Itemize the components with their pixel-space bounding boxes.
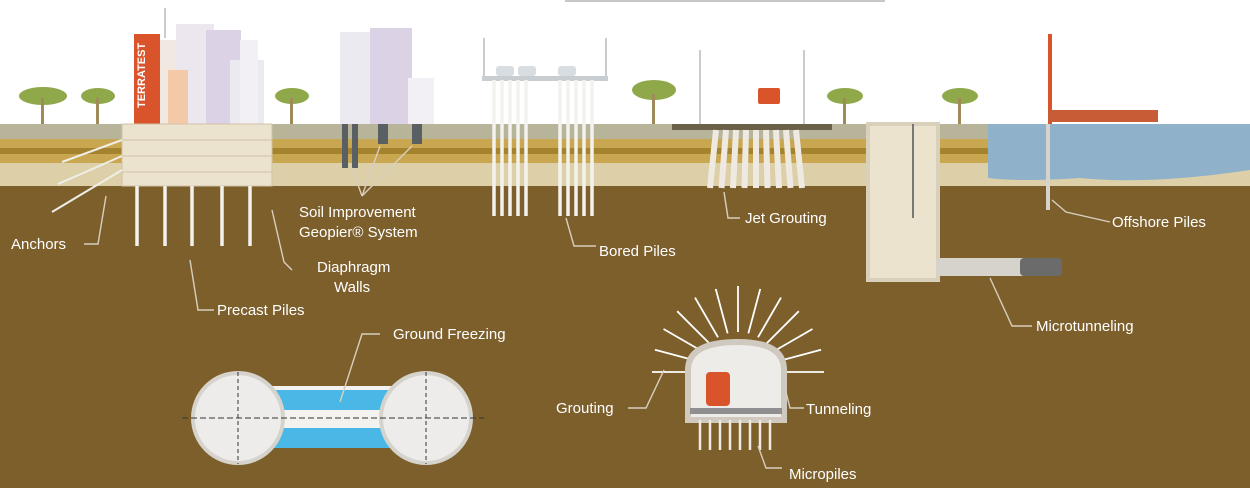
label-diaphragm-walls-2: Walls [334, 279, 370, 296]
tunnel-boring-head [1020, 258, 1062, 276]
label-tunneling: Tunneling [806, 401, 871, 418]
top-caption-bar [565, 0, 885, 2]
grout-line [772, 328, 813, 353]
city-buildings [134, 8, 264, 124]
company-logo: TERRATEST [136, 43, 148, 108]
label-grouting: Grouting [556, 400, 614, 417]
grout-line [765, 310, 800, 345]
label-ground-freezing: Ground Freezing [393, 326, 506, 343]
micropiles [698, 420, 772, 450]
bridge [482, 38, 608, 81]
label-micropiles: Micropiles [789, 466, 857, 483]
railway-station [672, 50, 832, 130]
deep-soil-layer [0, 185, 1250, 488]
jet-grout-column [793, 129, 805, 189]
label-precast-piles: Precast Piles [217, 302, 305, 319]
grout-line [757, 297, 782, 338]
tunnel-train [706, 372, 730, 406]
leader-lines [84, 145, 1111, 469]
precast-piles [135, 186, 252, 246]
jet-grout-column [773, 129, 782, 189]
label-microtunneling: Microtunneling [1036, 318, 1134, 335]
label-diaphragm-walls-1: Diaphragm [317, 259, 390, 276]
label-jet-grouting: Jet Grouting [745, 210, 827, 227]
jet-grout-column [718, 129, 729, 189]
tunnel-track [690, 408, 782, 414]
pit-slabs [122, 139, 272, 173]
jet-grout-column [707, 129, 719, 189]
jet-grout-column [741, 129, 749, 189]
jet-grout-column [763, 129, 771, 189]
grout-line [676, 310, 711, 345]
jet-grouting-columns [707, 129, 805, 189]
geopier-columns [342, 124, 422, 168]
grout-line [747, 288, 762, 334]
offshore-rig [1046, 34, 1158, 210]
jet-grout-column [783, 129, 794, 189]
sea [988, 124, 1250, 181]
label-anchors: Anchors [11, 236, 66, 253]
palm-tree-icon [19, 80, 978, 124]
grout-line [714, 288, 729, 334]
label-soil-improvement-2: Geopier® System [299, 224, 418, 241]
soil-improvement-building [340, 28, 434, 124]
jet-grout-column [730, 129, 739, 189]
label-offshore-piles: Offshore Piles [1112, 214, 1206, 231]
anchor-rods [51, 139, 123, 213]
brown-band [0, 148, 1250, 154]
ground-freezing-section [182, 371, 484, 465]
label-bored-piles: Bored Piles [599, 243, 676, 260]
label-soil-improvement-1: Soil Improvement [299, 204, 417, 221]
grout-line [694, 297, 719, 338]
launch-shaft [866, 122, 940, 282]
bored-piles [492, 80, 594, 216]
excavation-pit [121, 123, 273, 187]
